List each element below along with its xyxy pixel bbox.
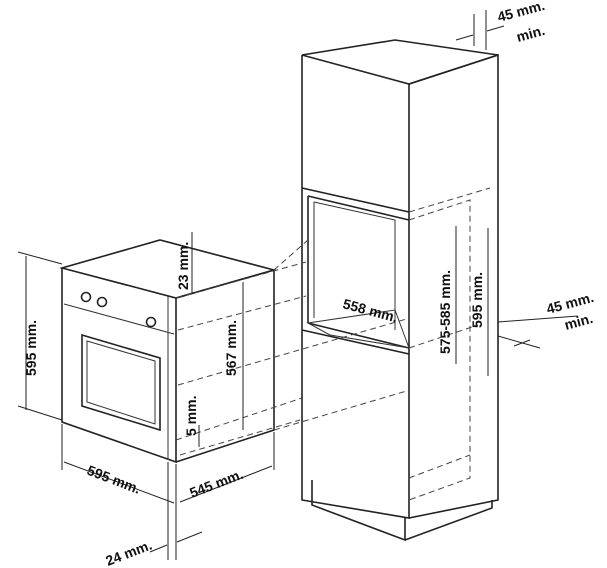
projection-line bbox=[273, 389, 411, 431]
oven-height-label: 595 mm. bbox=[23, 320, 39, 376]
cabinet-front bbox=[301, 55, 410, 519]
dim-line bbox=[455, 34, 474, 41]
hidden-edge bbox=[408, 324, 479, 349]
top-clearance-min-label: min. bbox=[515, 22, 547, 45]
front-panel-depth-label: 24 mm. bbox=[103, 537, 154, 568]
plinth-side bbox=[404, 500, 493, 541]
ext-line bbox=[17, 251, 63, 265]
ext-line bbox=[497, 315, 579, 323]
bottom-gap-label: 5 mm. bbox=[183, 396, 199, 436]
oven-door-window bbox=[81, 333, 161, 432]
cabinet-side bbox=[408, 53, 499, 519]
projection-line bbox=[175, 397, 303, 441]
oven-door-glass bbox=[86, 340, 156, 425]
dimension-lines bbox=[17, 10, 579, 560]
cabinet-plinth bbox=[311, 480, 406, 542]
cabinet-top bbox=[301, 39, 499, 85]
rear-clearance-min-label: min. bbox=[563, 310, 595, 333]
projection-line bbox=[175, 261, 307, 299]
oven-front bbox=[61, 268, 177, 464]
dim-line bbox=[149, 544, 168, 553]
upper-door-edge bbox=[301, 187, 410, 213]
oven-depth-label: 545 mm. bbox=[187, 466, 245, 501]
projection-line bbox=[177, 317, 411, 386]
projection-line bbox=[179, 419, 301, 456]
niche-height-range-label: 575-585 mm. bbox=[437, 270, 453, 354]
ext-line bbox=[17, 405, 63, 421]
top-clearance-label: 45 mm. bbox=[496, 0, 547, 25]
oven-width-label: 595 mm. bbox=[85, 462, 143, 497]
oven-top bbox=[58, 239, 278, 299]
knob-icon bbox=[80, 291, 92, 303]
niche-back bbox=[313, 201, 396, 330]
knob-icon bbox=[145, 316, 157, 328]
dim-line bbox=[179, 465, 273, 503]
dim-line bbox=[486, 25, 505, 32]
projection-line bbox=[273, 239, 309, 271]
knob-icon bbox=[96, 296, 108, 308]
dim-line bbox=[176, 531, 203, 543]
projection-lines bbox=[175, 239, 411, 456]
hidden-edge bbox=[408, 187, 491, 213]
projection-line bbox=[177, 295, 307, 331]
oven bbox=[58, 239, 278, 464]
niche-depth-label: 558 mm. bbox=[341, 295, 399, 325]
dim-line bbox=[63, 461, 175, 504]
niche-bottom-front bbox=[307, 322, 410, 349]
niche-top-edge bbox=[307, 195, 410, 221]
control-panel-edge bbox=[63, 303, 175, 335]
niche-height-label: 595 mm. bbox=[469, 272, 485, 328]
top-gap-label: 23 mm. bbox=[175, 242, 191, 290]
lower-door-edge bbox=[301, 329, 410, 355]
hidden-edge bbox=[408, 199, 471, 501]
hidden-edge bbox=[408, 454, 471, 479]
cabinet bbox=[301, 39, 499, 542]
dim-line bbox=[513, 339, 531, 347]
ext-line bbox=[497, 335, 541, 349]
body-height-label: 567 mm. bbox=[223, 320, 239, 376]
